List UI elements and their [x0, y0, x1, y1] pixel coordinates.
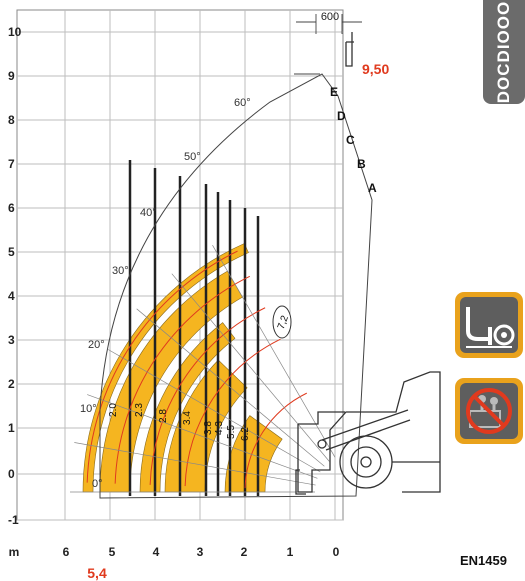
boom-envelope — [99, 73, 373, 499]
y-tick-label: 4 — [8, 289, 15, 303]
capacity-label-7: 6.2 — [240, 427, 251, 441]
capacity-label-2: 2.8 — [158, 409, 169, 423]
brand-label: DOCDIOOO — [494, 0, 513, 104]
load-zone-A — [224, 415, 283, 493]
max-height-label: 9,50 — [362, 61, 389, 77]
angle-label-60: 60° — [234, 97, 251, 109]
angle-ray-10 — [74, 442, 316, 486]
angle-label-20: 20° — [88, 339, 105, 351]
chart-overlay — [70, 73, 373, 499]
zone-label-B: B — [357, 157, 366, 171]
zone-label-E: E — [330, 85, 338, 99]
capacity-label-0: 2.0 — [108, 403, 119, 417]
angle-label-0: 0° — [92, 478, 103, 490]
angle-ray-20 — [87, 394, 318, 479]
max-reach-label: 5,4 — [87, 565, 107, 581]
angle-ray-30 — [108, 349, 321, 473]
fork-carriage — [345, 32, 354, 67]
standard-label: EN1459 — [460, 553, 507, 568]
brand-panel: DOCDIOOO — [483, 0, 525, 104]
angle-ray-60 — [212, 245, 336, 458]
zone-label-D: D — [337, 109, 346, 123]
x-tick-label: m — [9, 545, 20, 559]
red-arc-4 — [86, 250, 238, 483]
y-tick-label: 10 — [8, 25, 22, 39]
fork-dimension-label: 600 — [321, 11, 339, 23]
y-tick-label: 3 — [8, 333, 15, 347]
angle-label-30: 30° — [112, 265, 129, 277]
no-personnel-platform-icon — [455, 378, 523, 444]
x-tick-label: 6 — [63, 545, 70, 559]
y-tick-label: 8 — [8, 113, 15, 127]
capacity-label-3: 3.4 — [182, 411, 193, 425]
capacity-label-5: 4.3 — [214, 421, 225, 435]
angle-label-10: 10° — [80, 403, 97, 415]
x-tick-label: 4 — [153, 545, 160, 559]
angle-label-40: 40° — [140, 207, 157, 219]
zone-label-C: C — [346, 133, 355, 147]
red-arc-3 — [114, 275, 251, 484]
x-tick-label: 0 — [333, 545, 340, 559]
y-tick-label: 1 — [8, 421, 15, 435]
stabilizers-up-icon — [455, 292, 523, 358]
y-tick-label: 7 — [8, 157, 15, 171]
capacity-label-6: 5.5 — [226, 425, 237, 439]
fork-dimension — [294, 14, 362, 75]
angle-ray-50 — [171, 273, 330, 462]
y-tick-label: 0 — [8, 467, 15, 481]
y-tick-label: 2 — [8, 377, 15, 391]
y-tick-label: 9 — [8, 69, 15, 83]
y-tick-label: -1 — [8, 513, 19, 527]
x-tick-label: 3 — [197, 545, 204, 559]
zone-label-A: A — [368, 181, 377, 195]
capacity-label-4: 3.8 — [203, 421, 214, 435]
capacity-label-1: 2.3 — [134, 403, 145, 417]
red-arc-0 — [244, 392, 307, 489]
y-tick-label: 5 — [8, 245, 15, 259]
angle-label-50: 50° — [184, 151, 201, 163]
angle-ray-40 — [136, 308, 325, 467]
x-tick-label: 2 — [241, 545, 248, 559]
x-tick-label: 5 — [109, 545, 116, 559]
y-tick-label: 6 — [8, 201, 15, 215]
red-arc-2 — [149, 307, 266, 485]
boom-length-marker — [272, 305, 292, 339]
x-tick-label: 1 — [287, 545, 294, 559]
load-zone-C — [139, 322, 236, 493]
telehandler-outline — [295, 371, 441, 495]
boom-length-label: 7,2 — [276, 314, 291, 331]
